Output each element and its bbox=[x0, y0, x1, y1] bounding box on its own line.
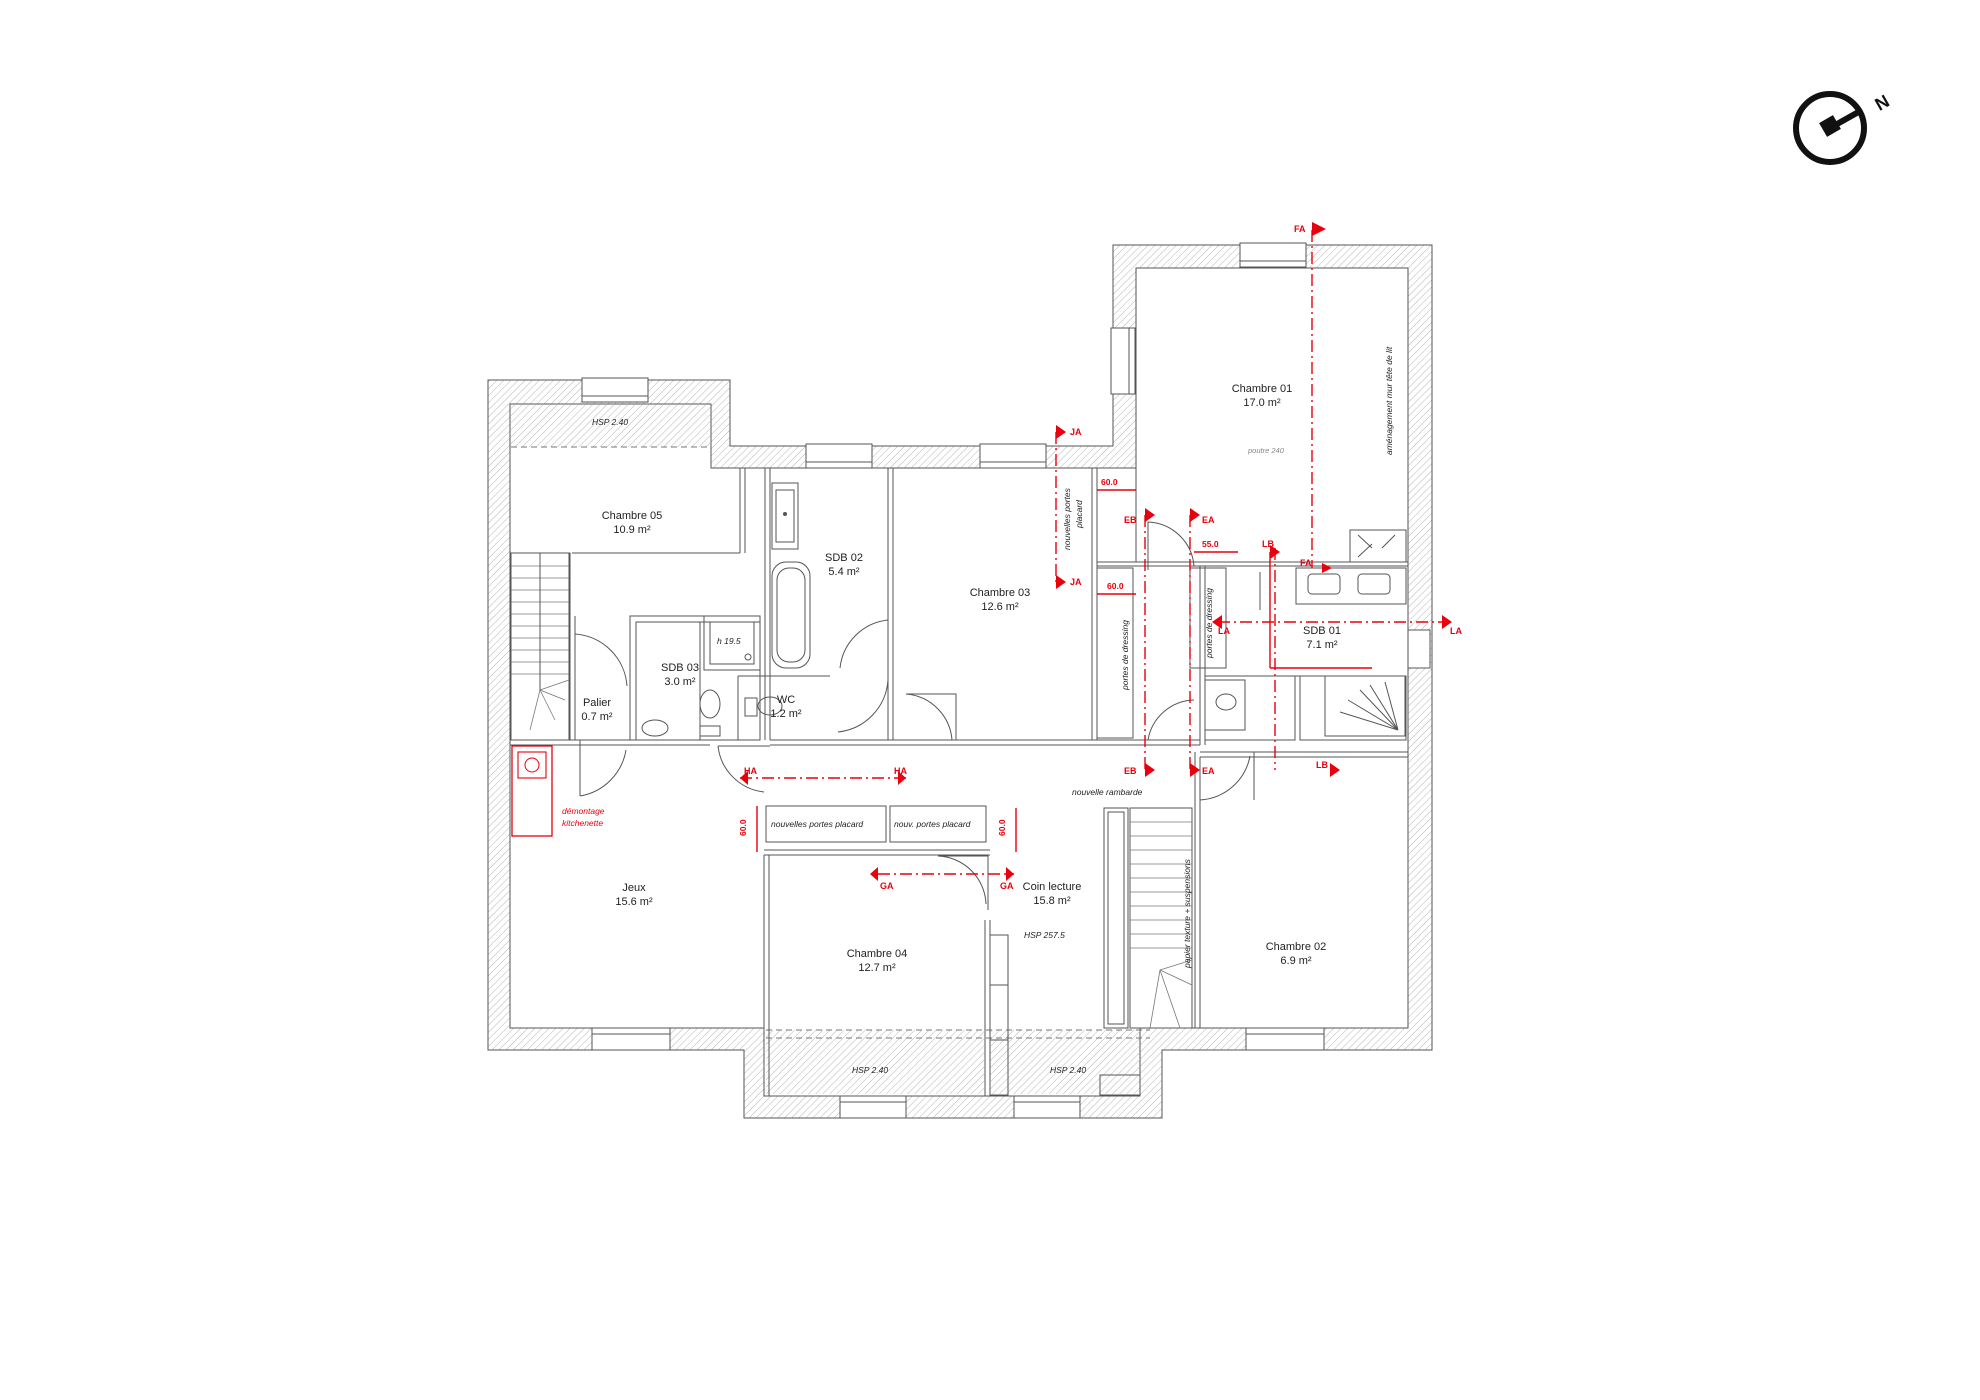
nouv-portes-placard-note: nouv. portes placard bbox=[894, 819, 971, 829]
room-sdb01-area: 7.1 m² bbox=[1306, 639, 1338, 651]
fixtures bbox=[511, 482, 1407, 1096]
room-chambre02-name: Chambre 02 bbox=[1266, 941, 1327, 953]
hsp-coin-note: HSP 257.5 bbox=[1024, 930, 1065, 940]
room-chambre04-name: Chambre 04 bbox=[847, 948, 908, 960]
mark-ha: HA bbox=[744, 766, 757, 776]
dim-60-left: 60.0 bbox=[738, 819, 748, 836]
mark-la-2: LA bbox=[1450, 626, 1462, 636]
room-sdb01-name: SDB 01 bbox=[1303, 625, 1341, 637]
section-mark-labels: FA FA JA JA EB EA EB EA LB LB LA LA HA H… bbox=[744, 224, 1462, 891]
mark-ea-2: EA bbox=[1202, 766, 1215, 776]
room-chambre05-area: 10.9 m² bbox=[613, 524, 651, 536]
mark-lb: LB bbox=[1262, 539, 1274, 549]
dim-55: 55.0 bbox=[1202, 539, 1219, 549]
demontage-note-2: kitchenette bbox=[562, 818, 603, 828]
mark-lb-2: LB bbox=[1316, 760, 1328, 770]
mark-fa: FA bbox=[1294, 224, 1306, 234]
dimension-lines bbox=[756, 489, 1238, 852]
portes-placard-h-note: nouvelles portes placard bbox=[771, 819, 863, 829]
room-palier-area: 0.7 m² bbox=[581, 711, 613, 723]
room-chambre03-name: Chambre 03 bbox=[970, 587, 1031, 599]
portes-placard-v-note-1: nouvelles portes bbox=[1062, 487, 1072, 550]
portes-placard-v-note-2: placard bbox=[1074, 500, 1084, 529]
plan-notes: HSP 2.40 HSP 2.40 HSP 2.40 HSP 257.5 pou… bbox=[562, 346, 1394, 1075]
room-chambre03-area: 12.6 m² bbox=[981, 601, 1019, 613]
dim-60-top: 60.0 bbox=[1101, 477, 1118, 487]
mark-ja-2: JA bbox=[1070, 577, 1082, 587]
amenagement-note: aménagement mur tête de lit bbox=[1384, 346, 1394, 455]
double-sink bbox=[1295, 567, 1407, 605]
demontage-note-1: démontage bbox=[562, 806, 605, 816]
mark-ja: JA bbox=[1070, 427, 1082, 437]
north-compass bbox=[1793, 91, 1867, 165]
compass-north-label: N bbox=[1872, 91, 1893, 115]
kitchenette bbox=[511, 745, 553, 837]
room-chambre01-name: Chambre 01 bbox=[1232, 383, 1293, 395]
poutre-note: poutre 240 bbox=[1247, 446, 1285, 455]
dimension-labels: 60.0 60.0 55.0 60.0 60.0 bbox=[738, 477, 1219, 836]
mark-la: LA bbox=[1218, 626, 1230, 636]
room-labels: Chambre 05 10.9 m² Chambre 01 17.0 m² SD… bbox=[581, 383, 1341, 974]
room-wc-area: 1.2 m² bbox=[770, 708, 802, 720]
mark-ea: EA bbox=[1202, 515, 1215, 525]
room-chambre02-area: 6.9 m² bbox=[1280, 955, 1312, 967]
h-shower-note: h 19.5 bbox=[717, 636, 741, 646]
windows bbox=[581, 242, 1431, 1119]
shower-tray bbox=[703, 615, 761, 671]
room-chambre01-area: 17.0 m² bbox=[1243, 397, 1281, 409]
room-jeux-area: 15.6 m² bbox=[615, 896, 653, 908]
interior-walls bbox=[509, 468, 1408, 1096]
mark-ha-2: HA bbox=[894, 766, 907, 776]
room-sdb03-name: SDB 03 bbox=[661, 662, 699, 674]
hsp-top-note: HSP 2.40 bbox=[592, 417, 628, 427]
room-sdb03-area: 3.0 m² bbox=[664, 676, 696, 688]
nouvelle-rambarde-note: nouvelle rambarde bbox=[1072, 787, 1143, 797]
bathtub bbox=[771, 561, 811, 669]
portes-dressing-note-1: portes de dressing bbox=[1120, 620, 1130, 691]
room-coin-name: Coin lecture bbox=[1023, 881, 1082, 893]
stairs bbox=[510, 552, 1193, 1029]
papier-texture-note: papier texture + suspensions bbox=[1182, 858, 1192, 969]
room-chambre05-name: Chambre 05 bbox=[602, 510, 663, 522]
mark-ga: GA bbox=[880, 881, 894, 891]
room-jeux-name: Jeux bbox=[622, 882, 646, 894]
portes-dressing-note-2: portes de dressing bbox=[1204, 588, 1214, 659]
doors bbox=[574, 521, 1261, 910]
room-chambre04-area: 12.7 m² bbox=[858, 962, 896, 974]
room-wc-name: WC bbox=[777, 694, 795, 706]
mark-ga-2: GA bbox=[1000, 881, 1014, 891]
section-lines bbox=[740, 222, 1452, 881]
mark-eb-2: EB bbox=[1124, 766, 1137, 776]
room-coin-area: 15.8 m² bbox=[1033, 895, 1071, 907]
mark-eb: EB bbox=[1124, 515, 1137, 525]
room-sdb02-name: SDB 02 bbox=[825, 552, 863, 564]
mark-fa-2: FA bbox=[1300, 558, 1312, 568]
corner-shower bbox=[1324, 675, 1406, 737]
room-sdb02-area: 5.4 m² bbox=[828, 566, 860, 578]
dim-60-right: 60.0 bbox=[997, 819, 1007, 836]
dim-60-mid: 60.0 bbox=[1107, 581, 1124, 591]
hsp-bottom-right-note: HSP 2.40 bbox=[1050, 1065, 1086, 1075]
room-palier-name: Palier bbox=[583, 697, 611, 709]
low-ceiling-zones bbox=[511, 405, 1150, 1094]
bathtub-top bbox=[771, 482, 799, 550]
hsp-bottom-left-note: HSP 2.40 bbox=[852, 1065, 888, 1075]
